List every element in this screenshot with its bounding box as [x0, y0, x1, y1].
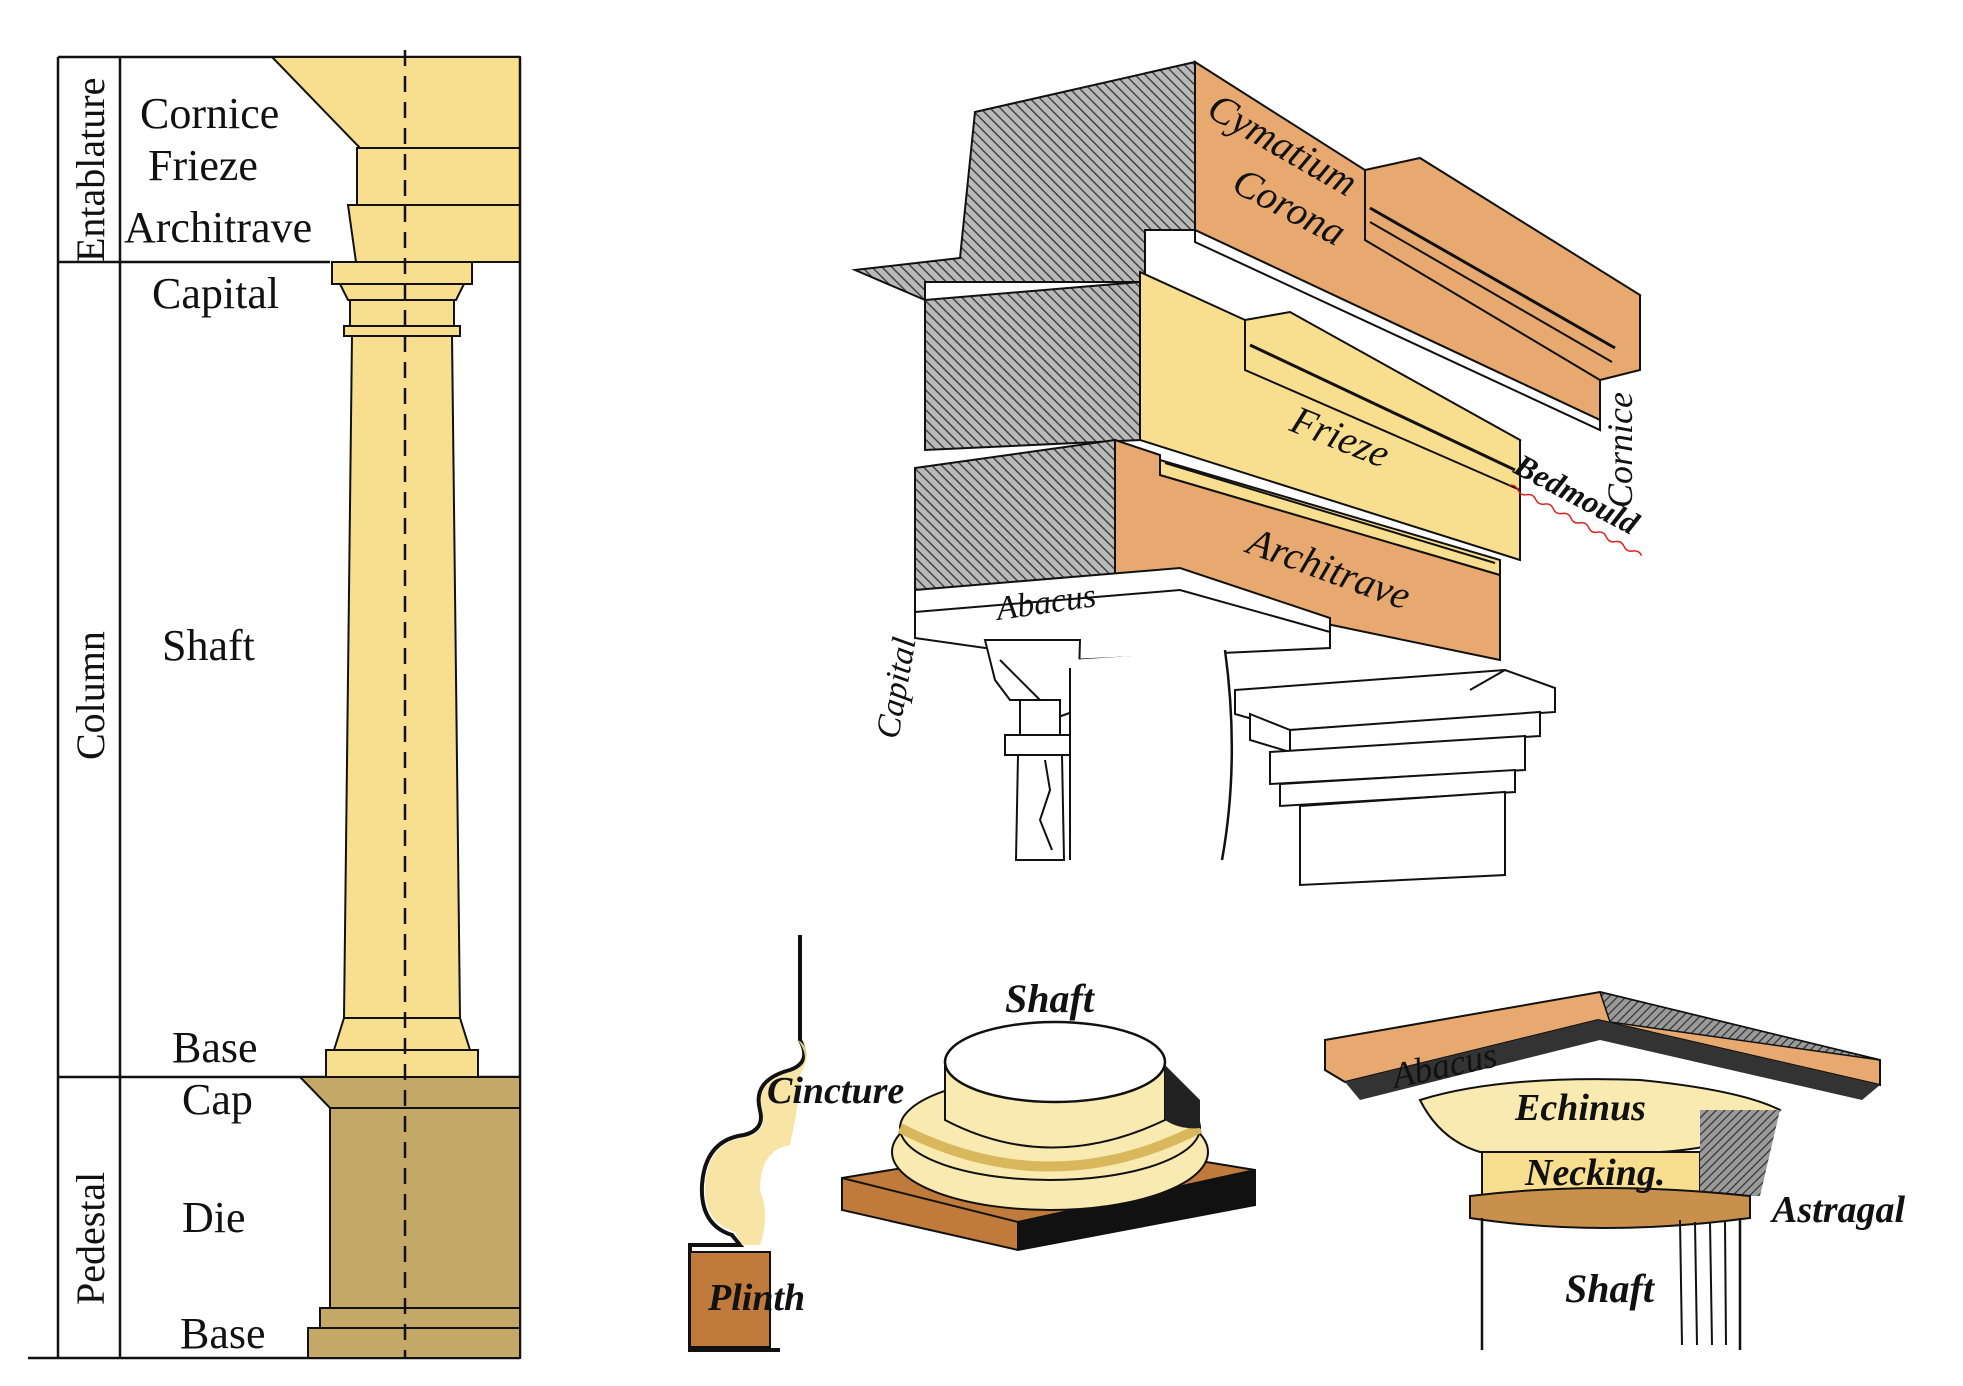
entablature-perspective: Cymatium Corona Frieze Architrave Abacus…	[851, 60, 1646, 887]
base-profile-drawing: Shaft Cincture Plinth	[688, 935, 1256, 1352]
frieze-label: Frieze	[148, 141, 258, 190]
pedestal-label: Pedestal	[68, 1172, 113, 1305]
cornice-side-hatch	[851, 60, 1196, 302]
capital-shaft	[1480, 1218, 1742, 1350]
cincture-profile-fill	[704, 1040, 808, 1245]
shaft-top-ellipse	[943, 1020, 1167, 1104]
column-base-shape	[325, 1017, 479, 1078]
shaft-label: Shaft	[162, 621, 255, 670]
group-bracket	[28, 55, 520, 1360]
necking-label: Necking.	[1524, 1152, 1665, 1194]
cornice-block	[269, 56, 521, 149]
cap-label: Cap	[182, 1075, 253, 1124]
architrave-side-hatch	[914, 438, 1116, 592]
column-group-label: Column	[68, 631, 113, 760]
shaft-shape	[342, 335, 462, 1019]
base-label: Base	[172, 1023, 258, 1072]
architrave-block	[346, 204, 521, 263]
cincture-label: Cincture	[767, 1070, 904, 1112]
pilaster-capital	[1234, 668, 1556, 887]
entablature-column-shaft	[1014, 754, 1066, 861]
cornice-label: Cornice	[140, 89, 279, 138]
frieze-side-hatch	[924, 280, 1141, 452]
round-column	[1070, 650, 1225, 860]
bedmould-underline	[1509, 484, 1643, 557]
echinus-shape	[1418, 1078, 1782, 1153]
capital-abacus-top	[1598, 990, 1881, 1061]
astragal-ring	[1469, 1187, 1751, 1229]
capital-drawing: Abacus Echinus Necking. Astragal Shaft	[1324, 990, 1905, 1350]
capital-top-label: Capital	[869, 634, 923, 741]
echinus-label: Echinus	[1514, 1087, 1646, 1129]
frieze-block	[356, 147, 521, 206]
architrave-label: Architrave	[124, 203, 312, 252]
capital-label: Capital	[152, 269, 279, 318]
plinth-label: Plinth	[707, 1277, 805, 1319]
pedestal-base-label: Base	[180, 1309, 266, 1358]
die-label: Die	[182, 1193, 246, 1242]
pedestal-shape	[297, 1076, 521, 1359]
cornice-top-label: Cornice	[1600, 392, 1640, 508]
capital-shape	[331, 261, 473, 337]
column-order-diagram: Entablature Column Pedestal Cornice Frie…	[28, 50, 522, 1360]
profile-line	[688, 935, 807, 1352]
bedmould-moulding	[1244, 310, 1521, 492]
abacus-slab	[914, 566, 1331, 662]
astragal-label: Astragal	[1770, 1189, 1905, 1231]
plinth-block	[689, 1251, 771, 1348]
base-shaft-label: Shaft	[1005, 976, 1096, 1021]
entablature-label: Entablature	[68, 78, 113, 262]
capital-shaft-label: Shaft	[1565, 1266, 1656, 1311]
